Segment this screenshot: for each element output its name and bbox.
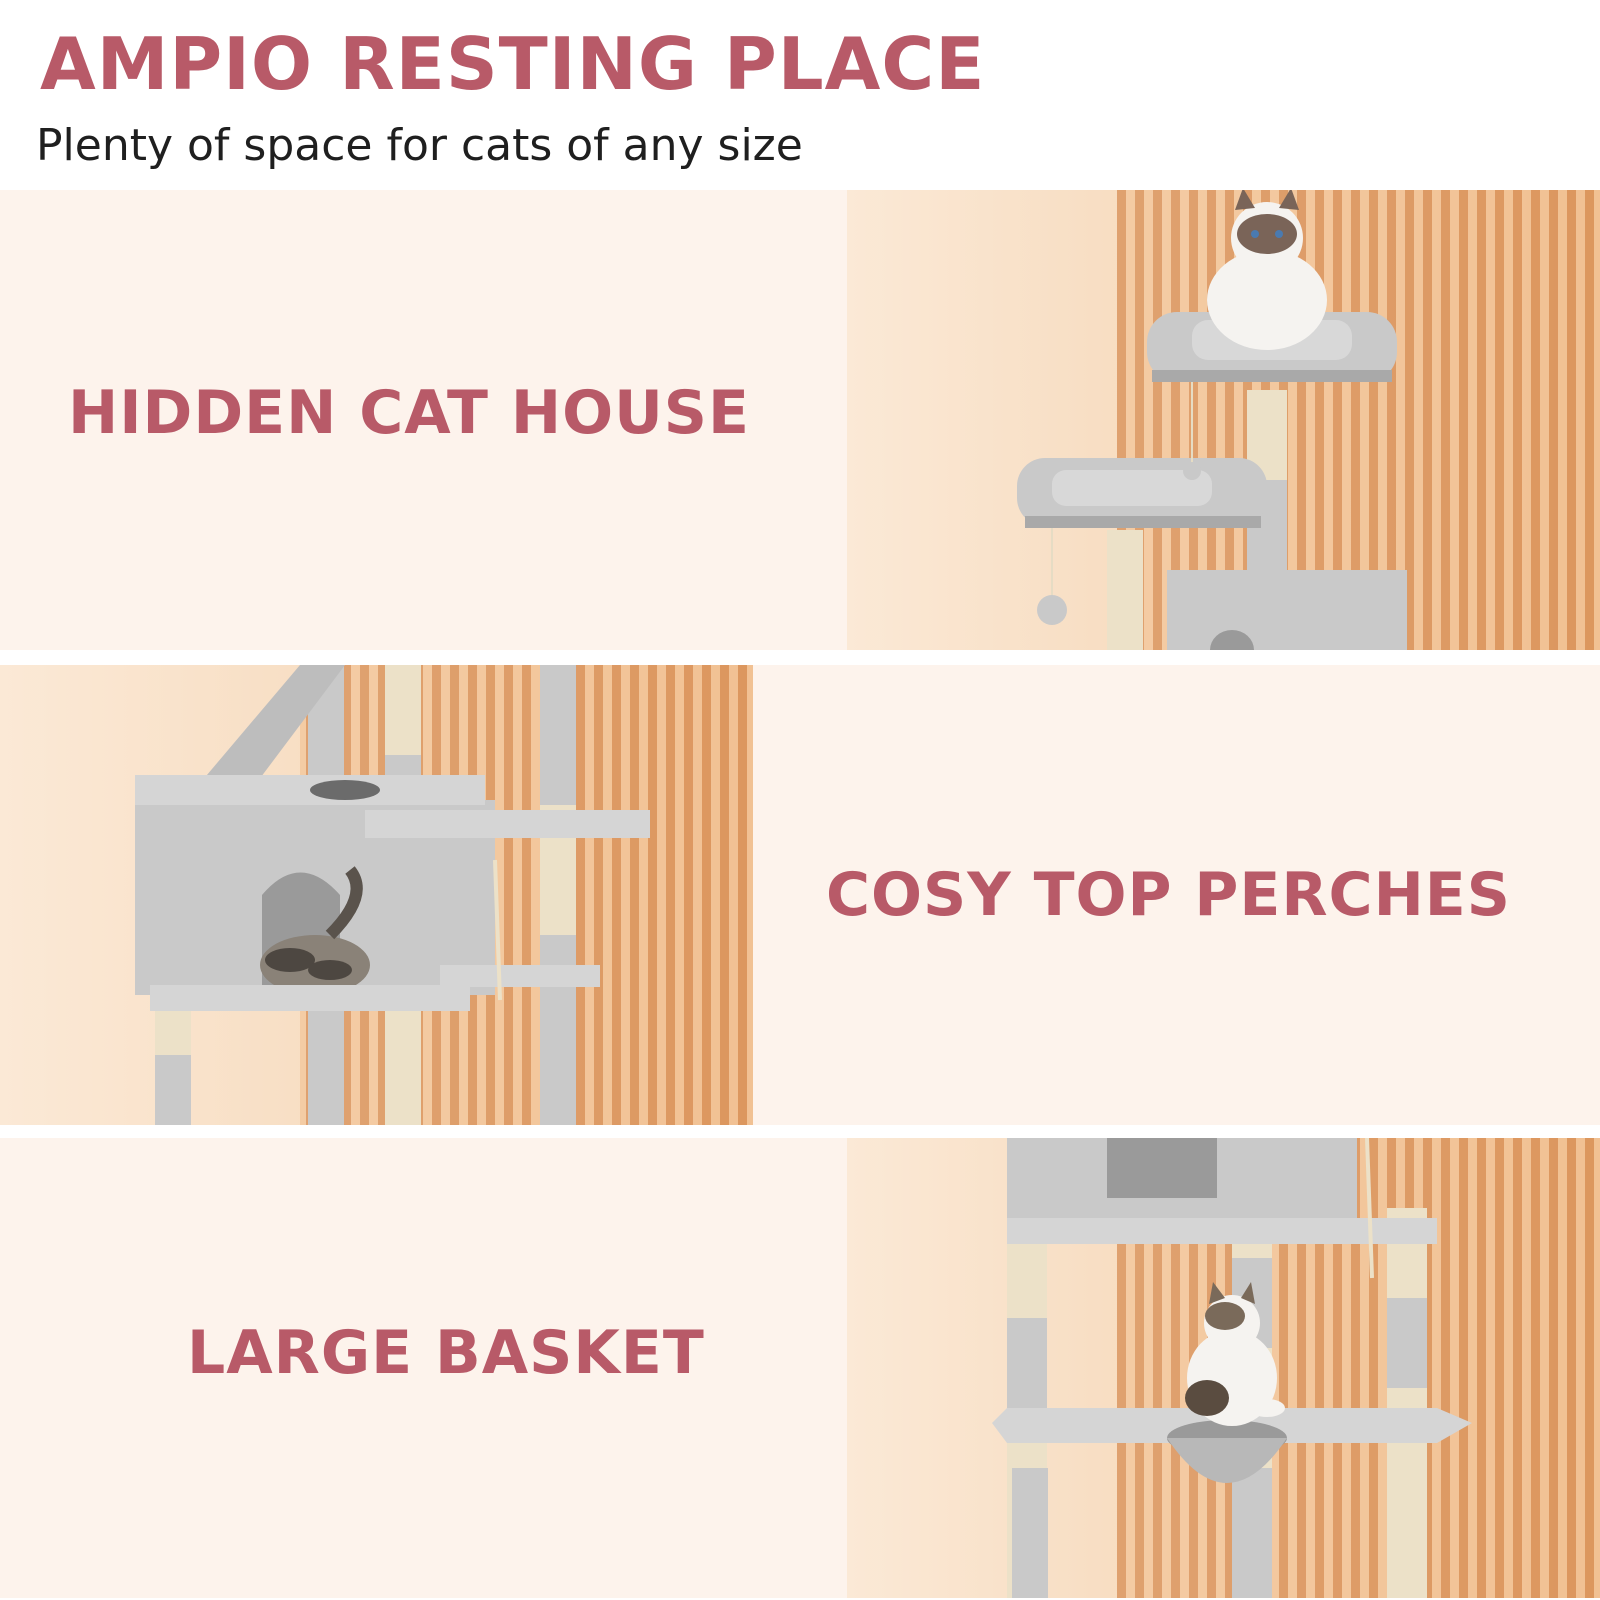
header: AMPIO RESTING PLACE Plenty of space for … [0, 0, 1600, 190]
feature-label: HIDDEN CAT HOUSE [68, 378, 751, 448]
feature-panel-large-basket: LARGE BASKET [0, 1138, 1600, 1598]
feature-label: COSY TOP PERCHES [826, 860, 1511, 930]
feature-panel-hidden-cat-house: HIDDEN CAT HOUSE [0, 190, 1600, 650]
cat-tree-top-perches-image [847, 190, 1600, 650]
page-subtitle: Plenty of space for cats of any size [36, 120, 803, 171]
feature-label: LARGE BASKET [187, 1318, 705, 1388]
page-title: AMPIO RESTING PLACE [40, 22, 986, 106]
feature-panel-cosy-top-perches: COSY TOP PERCHES [0, 665, 1600, 1125]
cat-tree-hidden-house-image [0, 665, 753, 1125]
cat-tree-basket-image [847, 1138, 1600, 1598]
